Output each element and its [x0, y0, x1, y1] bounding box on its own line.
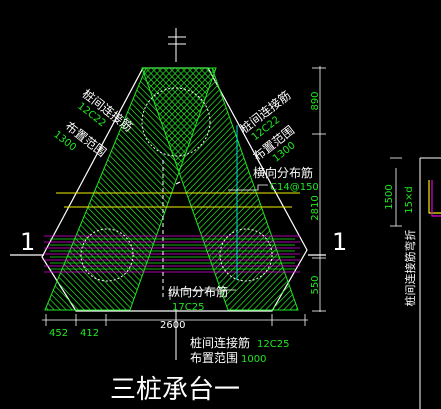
pile-circles: [80, 87, 273, 282]
right-rebar-band: [141, 67, 299, 311]
dim-bottom-total: 2600: [160, 320, 185, 331]
pile-left: [80, 228, 134, 282]
right-dim-lines: [312, 66, 326, 312]
drawing-title: 三桩承台一: [110, 375, 240, 405]
longitudinal-label: 纵向分布筋: [168, 284, 228, 299]
pile-right: [219, 228, 273, 282]
dim-right-top: 890: [310, 91, 321, 110]
longitudinal-spec: 17C25: [172, 302, 204, 313]
bottom-dim-lines: [42, 314, 308, 326]
dim-bottom-b: 412: [80, 328, 99, 339]
dim-bottom-a: 452: [49, 328, 68, 339]
side-detail: [390, 157, 441, 409]
bottom-range-value: 1000: [241, 354, 266, 365]
side-dim-15d: 15×d: [404, 186, 415, 213]
transverse-label: 横向分布筋: [253, 165, 313, 180]
bottom-range-label: 布置范围: [190, 351, 238, 365]
transverse-lines: [56, 192, 300, 208]
transverse-spec: C14@150: [270, 182, 319, 193]
pile-top: [141, 87, 211, 157]
side-label: 桩间连接筋弯折: [403, 230, 417, 307]
section-mark-right: 1: [332, 228, 347, 256]
left-rebar-band: [44, 67, 217, 311]
dim-right-bottom: 550: [310, 275, 321, 294]
section-mark-left: 1: [20, 228, 35, 256]
leader-lines: [169, 184, 268, 350]
dim-right-mid: 2810: [310, 195, 321, 220]
side-dim-1500: 1500: [384, 184, 395, 209]
bottom-rebar-label: 桩间连接筋: [190, 335, 250, 350]
bottom-rebar-spec: 12C25: [257, 339, 289, 350]
bottom-rebar-band: [44, 235, 300, 273]
